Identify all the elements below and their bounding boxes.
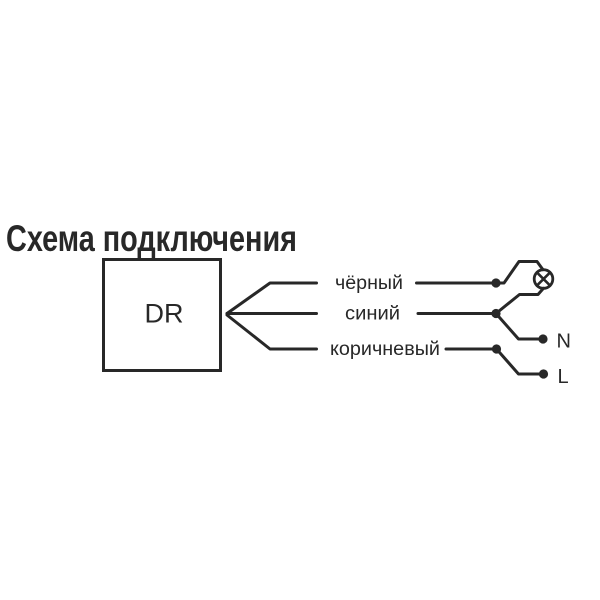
wire-black-label: чёрный [335, 273, 403, 294]
terminal-dot-n [538, 334, 548, 344]
device-label: DR [145, 299, 184, 329]
wire-brown-left-segment [225, 313, 318, 351]
wire-black-left-segment [225, 281, 318, 315]
terminal-l-label: L [558, 366, 569, 388]
wire-blue-to-n [494, 312, 545, 341]
device-box: DR [102, 258, 222, 372]
wire-black-to-lamp [494, 260, 545, 285]
device-box-outline [102, 258, 222, 372]
wire-brown-to-l [495, 347, 545, 376]
terminal-n-label: N [557, 331, 571, 353]
terminal-dot-l [538, 369, 549, 379]
wire-brown-label: коричневый [330, 339, 440, 360]
wire-blue-label: синий [345, 304, 400, 325]
lamp-to-blue-junction [494, 286, 545, 315]
page-title: Схема подключения [6, 218, 297, 259]
lamp-icon [532, 268, 555, 290]
wire-blue: синий N [225, 304, 571, 353]
lamp-cross-line-2 [535, 271, 552, 287]
wire-black: чёрный [225, 260, 545, 315]
wire-brown: коричневый L [225, 313, 569, 388]
